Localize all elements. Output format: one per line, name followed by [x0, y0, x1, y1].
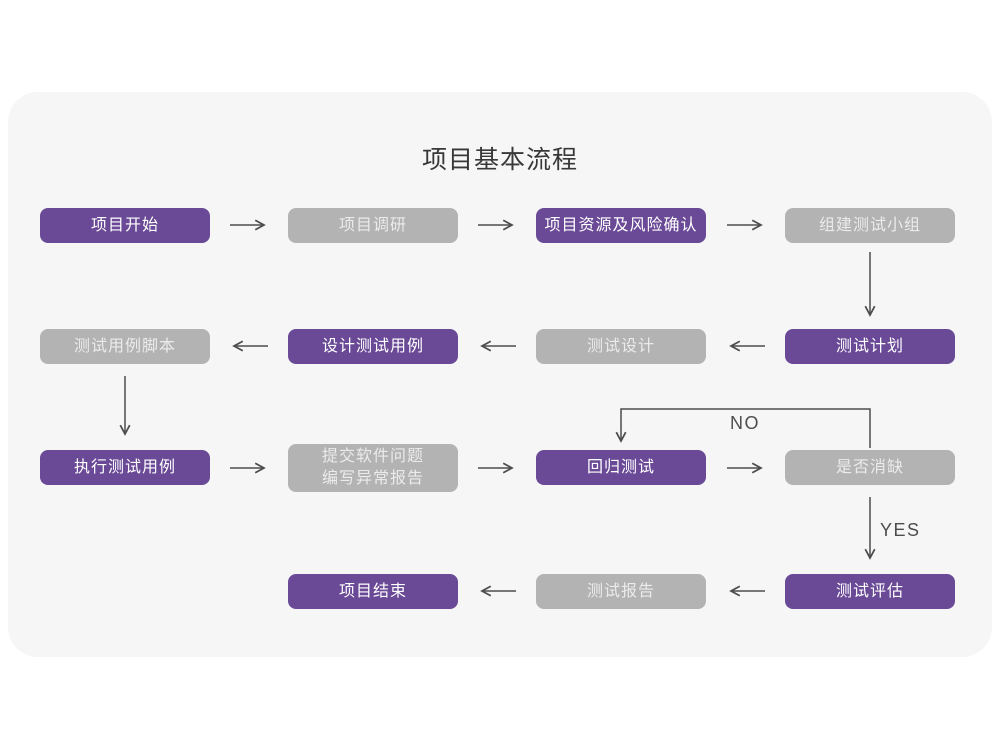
node-defect-cleared-check: 是否消缺 — [785, 450, 955, 485]
yes-branch-label: YES — [880, 520, 921, 540]
node-submit-issues-report: 提交软件问题 编写异常报告 — [288, 444, 458, 492]
node-resources-risk-confirm: 项目资源及风险确认 — [536, 208, 706, 243]
no-branch-label: NO — [730, 413, 760, 433]
node-test-case-script: 测试用例脚本 — [40, 329, 210, 364]
page-title: 项目基本流程 — [421, 146, 578, 174]
flowchart-card — [8, 92, 992, 657]
node-form-test-team: 组建测试小组 — [785, 208, 955, 243]
node-regression-test: 回归测试 — [536, 450, 706, 485]
node-design-test-cases: 设计测试用例 — [288, 329, 458, 364]
node-execute-test-cases: 执行测试用例 — [40, 450, 210, 485]
node-project-start: 项目开始 — [40, 208, 210, 243]
node-test-plan: 测试计划 — [785, 329, 955, 364]
node-test-evaluation: 测试评估 — [785, 574, 955, 609]
node-project-end: 项目结束 — [288, 574, 458, 609]
node-test-design: 测试设计 — [536, 329, 706, 364]
node-test-report: 测试报告 — [536, 574, 706, 609]
node-project-research: 项目调研 — [288, 208, 458, 243]
